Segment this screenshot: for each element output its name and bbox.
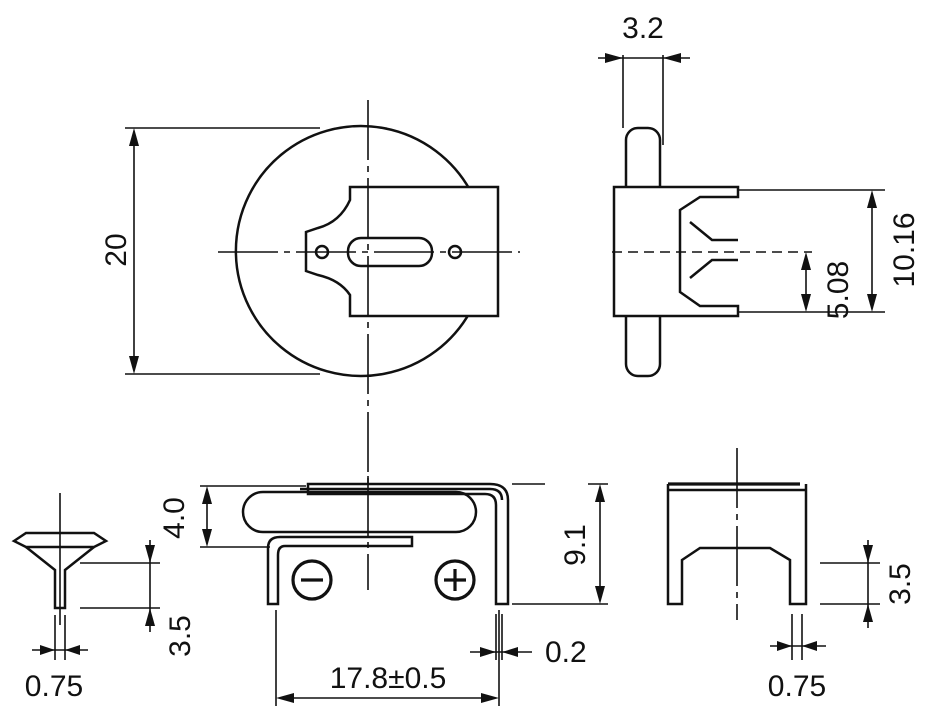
arrow-head (595, 586, 605, 604)
clip-top-plate-inner (300, 487, 504, 501)
arrow-head (129, 356, 139, 374)
coin-cell-outline (234, 124, 472, 378)
dimension-label-0-75-right: 0.75 (768, 670, 826, 703)
dimension-label-5-08: 5.08 (822, 261, 855, 319)
arrow-head (663, 53, 681, 63)
arrow-head (867, 294, 877, 312)
arrow-head (605, 53, 623, 63)
dimension-label-9-1: 9.1 (559, 524, 592, 566)
arrow-head (867, 190, 877, 208)
dimension-label-0-2: 0.2 (545, 636, 587, 669)
clip-bottom-plate (266, 535, 414, 606)
end-view: 3.5 0.75 (666, 448, 917, 703)
arrow-head (202, 529, 212, 547)
arrow-head (777, 641, 792, 651)
arrow-head (801, 294, 811, 312)
coin-cell-front (241, 490, 478, 534)
dimension-label-17-8: 17.8±0.5 (330, 662, 447, 695)
dimension-label-3-5-left: 3.5 (164, 615, 197, 657)
dimension-label-20: 20 (100, 233, 133, 266)
arrow-head (276, 693, 294, 703)
holder-inner-contact (689, 221, 738, 279)
arrow-head (863, 604, 873, 622)
dimension-label-10-16: 10.16 (888, 212, 921, 287)
arrow-head (65, 645, 80, 655)
dimension-label-3-2: 3.2 (622, 12, 664, 45)
arrow-head (480, 647, 496, 657)
dimension-label-3-5-right: 3.5 (884, 563, 917, 605)
front-view: 4.0 9.1 17.8±0.5 0.2 (158, 476, 608, 706)
arrow-head (145, 608, 155, 626)
positive-terminal-icon (434, 559, 476, 601)
arrow-head (801, 252, 811, 270)
arrow-head (481, 693, 499, 703)
arrow-head (129, 128, 139, 146)
arrow-head (202, 486, 212, 504)
arrow-head (40, 645, 55, 655)
arrow-head (802, 641, 817, 651)
clip-top-plate (306, 482, 510, 606)
dimension-label-0-75-left: 0.75 (25, 670, 83, 703)
arrow-head (502, 647, 518, 657)
negative-terminal-icon (291, 559, 333, 601)
pin-shank (25, 546, 95, 610)
top-view: 20 (100, 100, 520, 490)
side-view: 3.2 5.08 10.16 (598, 12, 921, 378)
arrow-head (145, 545, 155, 563)
dimension-label-4-0: 4.0 (158, 497, 191, 539)
arrow-head (863, 545, 873, 563)
arrow-head (595, 484, 605, 502)
end-view-body (666, 484, 808, 606)
pin-detail-left: 3.5 0.75 (11, 493, 197, 703)
